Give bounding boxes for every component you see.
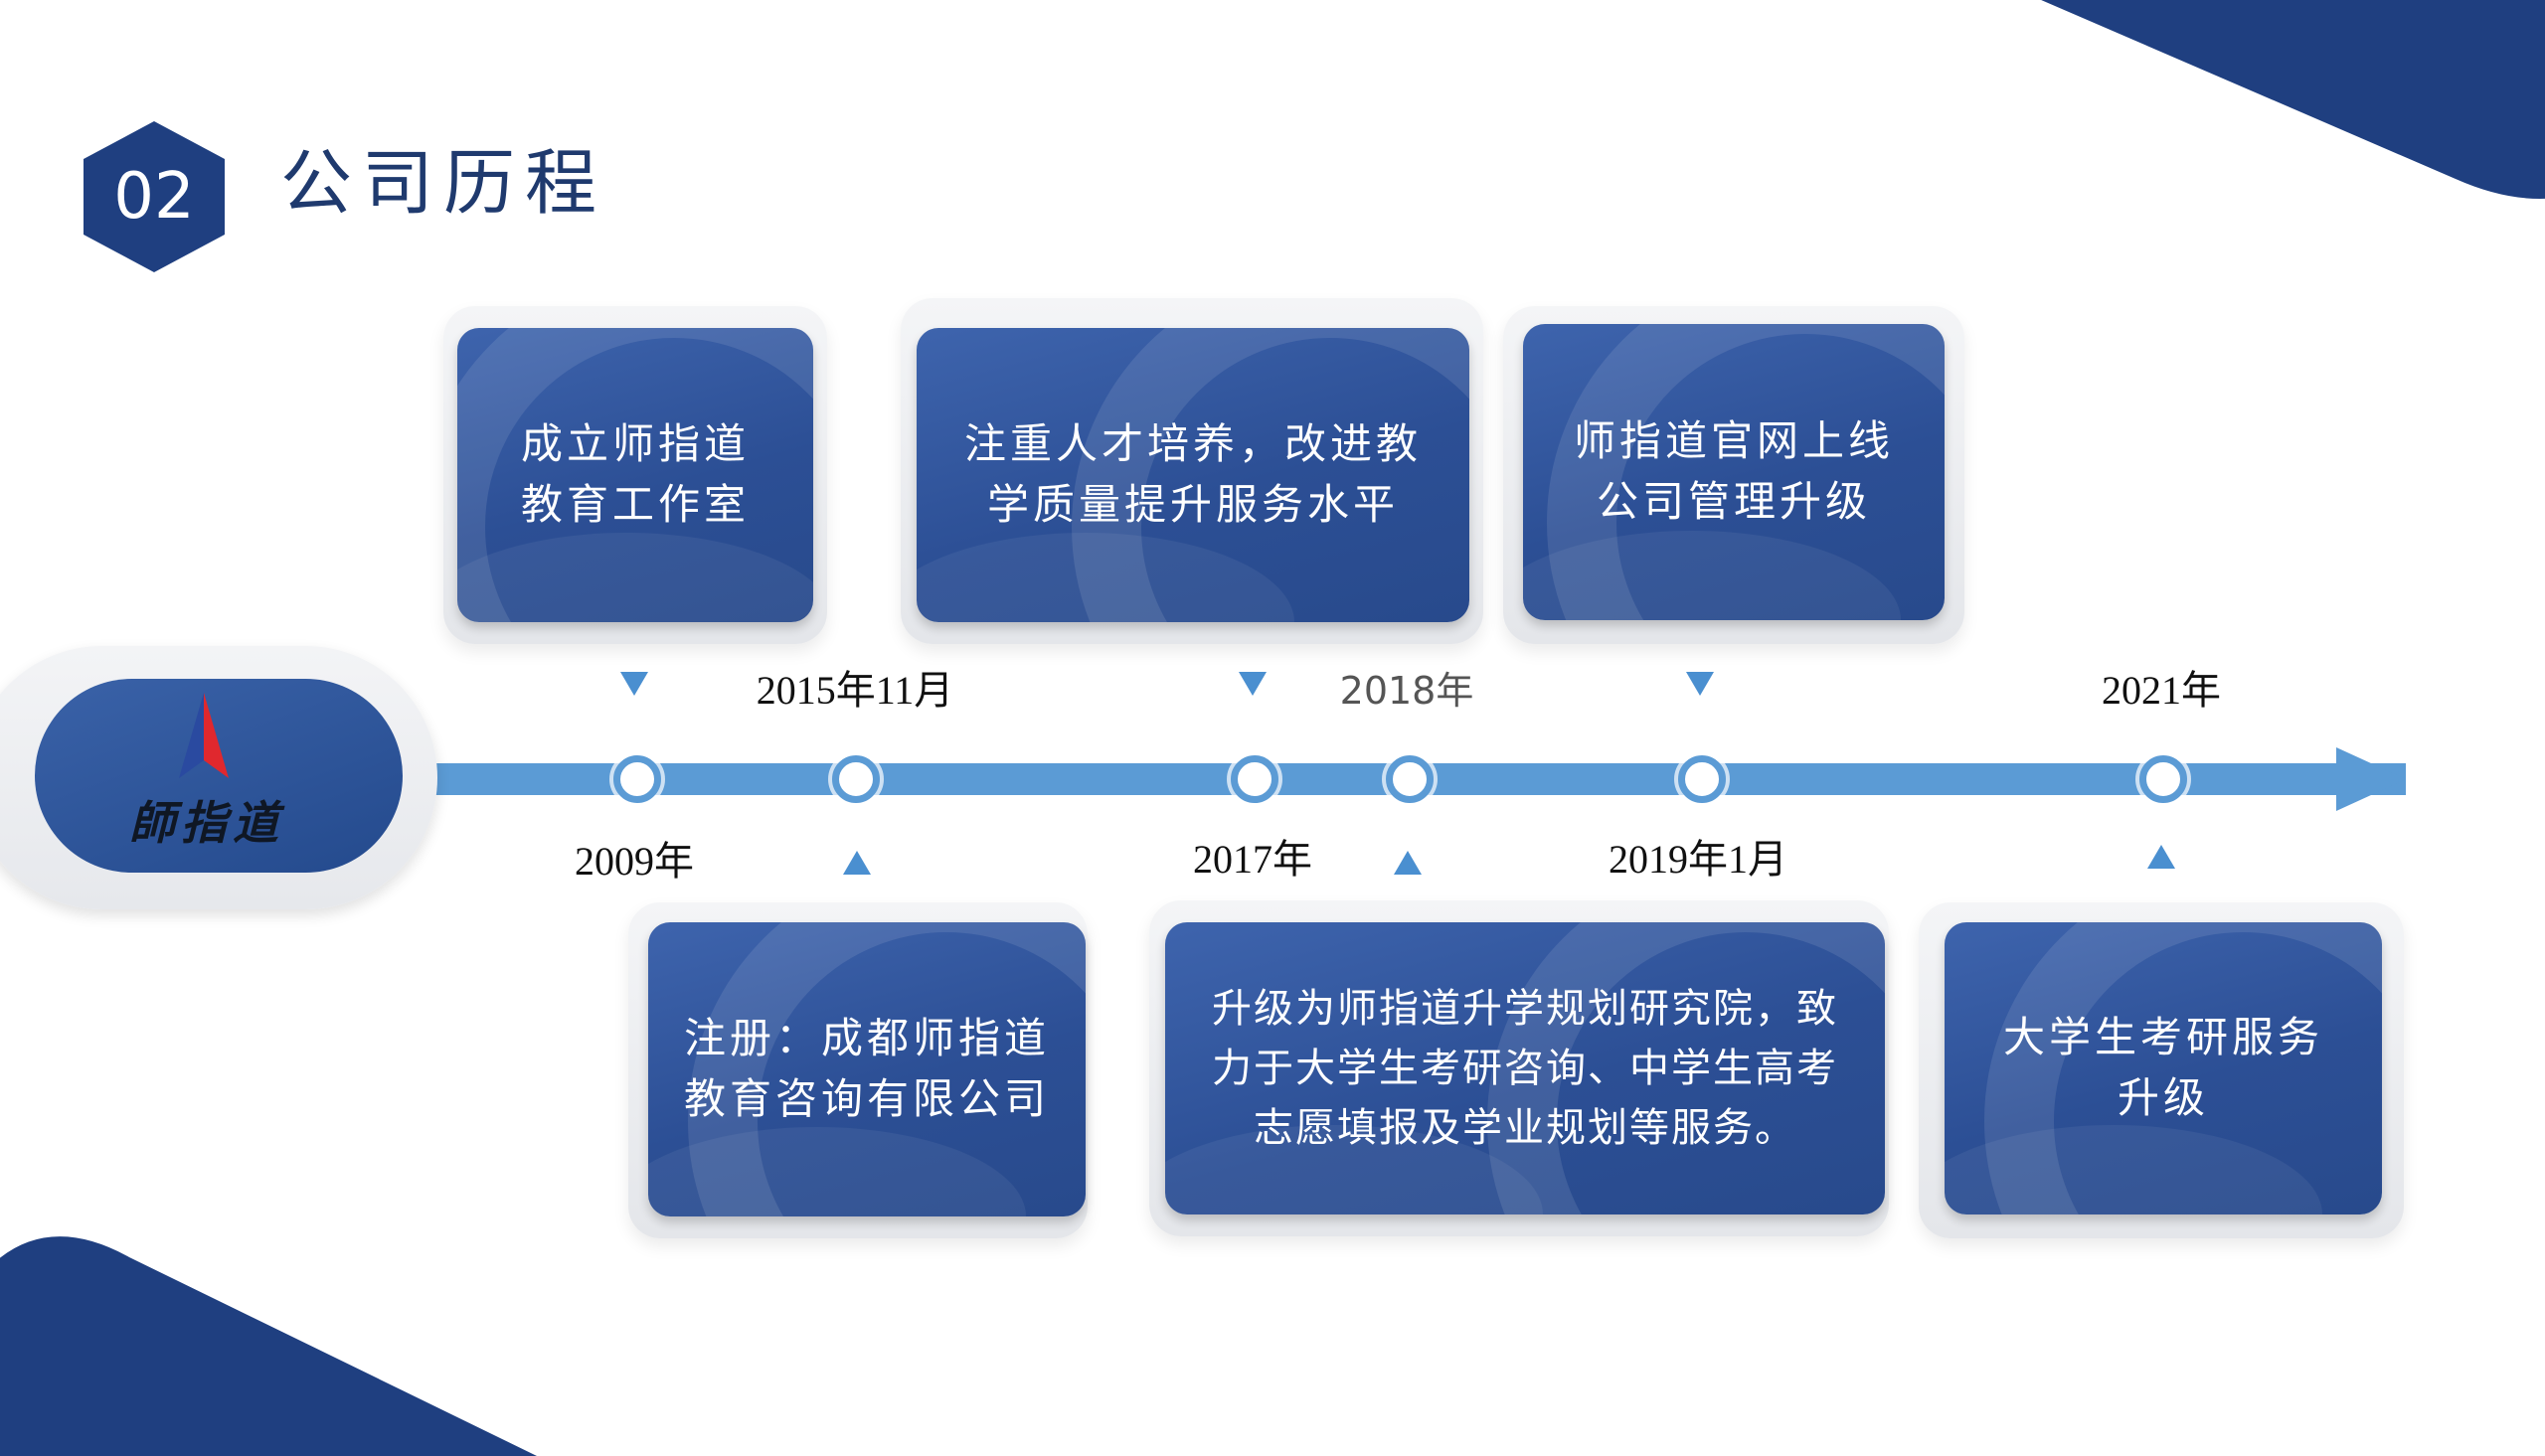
date-label-2021: 2021年 <box>2102 668 2221 713</box>
logo-badge <box>35 679 403 873</box>
event-card-2019: 师指道官网上线 公司管理升级 <box>1523 324 1945 620</box>
event-text-2015: 注册：成都师指道 教育咨询有限公司 <box>684 1009 1050 1130</box>
date-label-2015: 2015年11月 <box>756 668 954 713</box>
event-text-2009: 成立师指道 教育工作室 <box>521 414 750 536</box>
logo-mark-icon <box>179 693 229 778</box>
pointer-down-icon <box>620 672 648 696</box>
event-card-2021: 大学生考研服务 升级 <box>1945 922 2382 1214</box>
event-line: 志愿填报及学业规划等服务。 <box>1254 1105 1796 1151</box>
event-line: 注册：成都师指道 <box>683 1014 1050 1063</box>
pointer-up-icon <box>1394 851 1422 875</box>
pointer-down-icon <box>1686 672 1714 696</box>
timeline-node-2019 <box>1678 755 1726 803</box>
logo-text: 師指道 <box>129 796 284 850</box>
corner-decoration-bottom-left <box>0 1236 537 1456</box>
event-text-2021: 大学生考研服务 升级 <box>2003 1008 2323 1129</box>
event-text-2018: 升级为师指道升学规划研究院，致 力于大学生考研咨询、中学生高考 志愿填报及学业规… <box>1212 979 1838 1158</box>
event-line: 力于大学生考研咨询、中学生高考 <box>1212 1046 1838 1091</box>
timeline-node-2017 <box>1231 755 1278 803</box>
event-line: 学质量提升服务水平 <box>986 480 1399 529</box>
timeline-node-2015 <box>832 755 880 803</box>
event-line: 升级为师指道升学规划研究院，致 <box>1212 986 1838 1032</box>
event-card-2009: 成立师指道 教育工作室 <box>457 328 813 622</box>
timeline-arrow-head <box>2336 747 2406 811</box>
date-label-2017: 2017年 <box>1193 837 1312 882</box>
date-label-2009: 2009年 <box>575 839 694 884</box>
date-label-2018: 2018年 <box>1339 669 1474 713</box>
event-text-2019: 师指道官网上线 公司管理升级 <box>1574 411 1894 533</box>
event-line: 升级 <box>2117 1073 2209 1122</box>
timeline-node-2009 <box>613 755 661 803</box>
pointer-up-icon <box>2147 845 2175 869</box>
event-line: 教育工作室 <box>520 480 750 529</box>
event-card-2018: 升级为师指道升学规划研究院，致 力于大学生考研咨询、中学生高考 志愿填报及学业规… <box>1165 922 1885 1214</box>
event-card-2017: 注重人才培养，改进教 学质量提升服务水平 <box>917 328 1469 622</box>
timeline-node-2021 <box>2139 755 2187 803</box>
event-line: 师指道官网上线 <box>1573 416 1894 466</box>
pointer-up-icon <box>843 851 871 875</box>
event-line: 公司管理升级 <box>1596 477 1871 526</box>
pointer-down-icon <box>1239 672 1267 696</box>
timeline-node-2018 <box>1386 755 1434 803</box>
page-title: 公司历程 <box>280 141 607 225</box>
event-line: 大学生考研服务 <box>2002 1013 2323 1062</box>
date-label-2019: 2019年1月 <box>1609 837 1787 882</box>
event-line: 教育咨询有限公司 <box>683 1074 1050 1123</box>
corner-decoration-top-right <box>2041 0 2545 199</box>
event-card-2015: 注册：成都师指道 教育咨询有限公司 <box>648 922 1086 1216</box>
section-badge-hexagon <box>84 121 225 272</box>
section-number: 02 <box>113 160 195 234</box>
event-line: 成立师指道 <box>520 419 750 469</box>
event-line: 注重人才培养，改进教 <box>963 419 1422 469</box>
event-text-2017: 注重人才培养，改进教 学质量提升服务水平 <box>964 414 1422 536</box>
